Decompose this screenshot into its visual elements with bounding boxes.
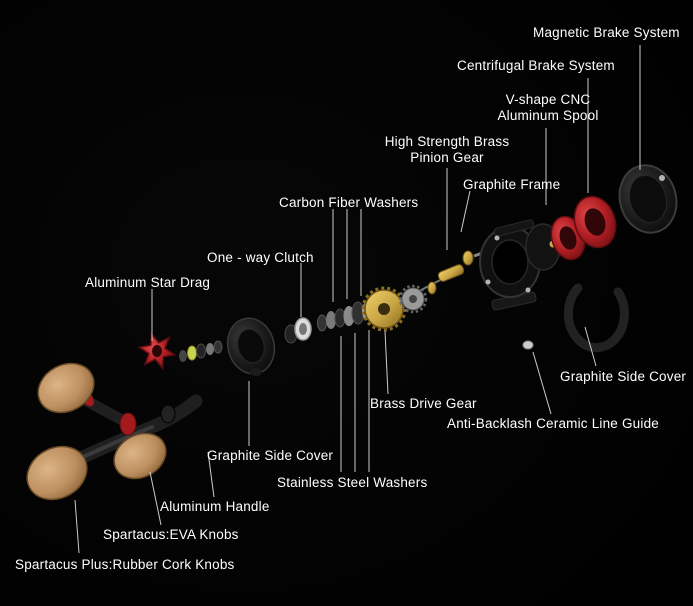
leader-graphite-frame — [460, 190, 471, 233]
cork-knob — [37, 362, 95, 414]
brass-pinion-gear-part — [437, 264, 465, 282]
leader-side-cover-right — [584, 326, 597, 367]
drive-train-parts — [398, 246, 497, 314]
graphite-frame-part — [479, 219, 561, 350]
label-anti-backlash-ceramic-line-guide: Anti-Backlash Ceramic Line Guide — [447, 416, 659, 431]
leader-cork-knobs — [74, 499, 80, 554]
label-graphite-side-cover-right: Graphite Side Cover — [560, 369, 687, 384]
label-stainless-steel-washers: Stainless Steel Washers — [277, 475, 428, 490]
cork-knob — [26, 445, 88, 501]
leader-drive-gear — [384, 330, 389, 395]
label-graphite-frame: Graphite Frame — [463, 177, 561, 192]
label-graphite-side-cover-left: Graphite Side Cover — [207, 448, 334, 463]
one-way-clutch-part — [284, 317, 312, 344]
label-spartacus-plus-rubber-cork-knobs: Spartacus Plus:Rubber Cork Knobs — [15, 557, 235, 572]
star-drag — [137, 331, 177, 371]
graphite-side-cover-left-part — [226, 317, 276, 376]
label-v-shape-cnc-aluminum-spool: V-shape CNC Aluminum Spool — [497, 92, 599, 124]
label-carbon-fiber-washers: Carbon Fiber Washers — [279, 195, 419, 210]
label-aluminum-star-drag: Aluminum Star Drag — [85, 275, 211, 290]
leader-line-guide — [532, 351, 552, 415]
label-spartacus-eva-knobs: Spartacus:EVA Knobs — [103, 527, 239, 542]
label-brass-drive-gear: Brass Drive Gear — [370, 396, 477, 411]
label-high-strength-brass-pinion-gear: High Strength Brass Pinion Gear — [384, 134, 510, 166]
leader-handle — [207, 451, 215, 498]
leader-lines — [74, 45, 641, 554]
label-aluminum-handle: Aluminum Handle — [160, 499, 270, 514]
label-centrifugal-brake-system: Centrifugal Brake System — [457, 58, 615, 73]
label-one-way-clutch: One - way Clutch — [207, 250, 314, 265]
line-guide-part — [522, 340, 534, 350]
leader-eva-knobs — [149, 471, 162, 526]
label-magnetic-brake-system: Magnetic Brake System — [533, 25, 680, 40]
handle-nut — [160, 404, 176, 424]
graphite-side-cover-right-part — [618, 164, 678, 234]
eva-knob — [113, 432, 167, 480]
handle-hub-red-ring — [119, 412, 137, 436]
side-cover-ring-part — [563, 283, 629, 353]
small-washers-left — [179, 340, 223, 362]
brass-drive-gear-part — [361, 286, 407, 332]
handle-assembly — [26, 362, 203, 501]
aluminum-spool-part — [549, 195, 617, 261]
